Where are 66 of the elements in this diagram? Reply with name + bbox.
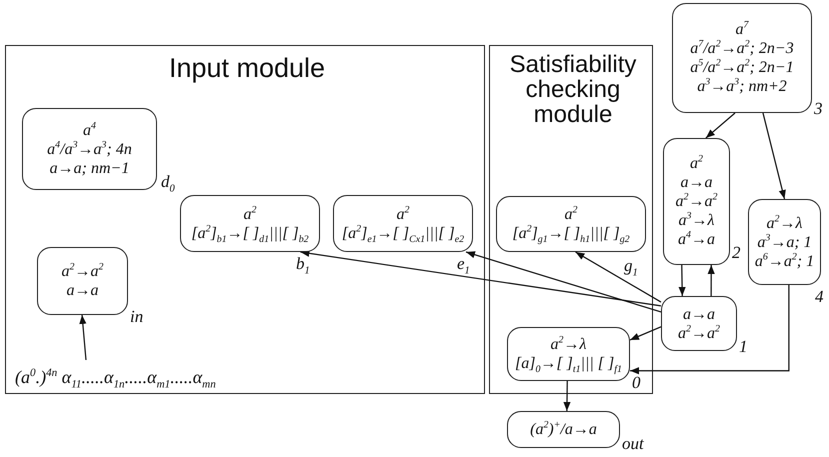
module-frame <box>5 45 485 394</box>
rule-text: a→a <box>683 304 715 324</box>
neuron-label: 1 <box>739 337 748 357</box>
rule-text: a$^{2}$→λ <box>766 214 802 232</box>
neuron-box <box>496 196 646 252</box>
neuron-label: d$_{0}$ <box>161 172 175 192</box>
neuron-label: 3 <box>814 99 822 119</box>
rule-text: [a$^{2}$]$_{b1}$→[ ]$_{d1}$|||[ ]$_{b2}$ <box>191 224 309 242</box>
neuron-label: 4 <box>815 287 824 307</box>
rule-text: a$^{5}$/a$^{2}$→a$^{2}$; 2n−1 <box>690 58 794 77</box>
rule-text: a$^{7}$/a$^{2}$→a$^{2}$; 2n−3 <box>690 39 794 58</box>
rule-text: a$^{4}$ <box>83 120 96 140</box>
rule-text: [a$^{2}$]$_{e1}$→[ ]$_{Cx1}$|||[ ]$_{e2}$ <box>342 224 464 242</box>
neuron-label: e$_{1}$ <box>457 254 470 274</box>
arrow <box>705 112 736 138</box>
rule-text: a$^{4}$→a <box>678 230 715 249</box>
neuron-label: in <box>130 307 144 327</box>
neuron-box <box>507 327 630 381</box>
neuron-box <box>333 195 473 252</box>
rule-text: a$^{2}$→a$^{2}$ <box>678 324 720 342</box>
module-title: Input module <box>168 54 326 82</box>
rule-text: a$^{2}$ <box>564 205 578 224</box>
spike-train: (a$^{0}$.)$^{4n}$ α$_{11}$.....α$_{1n}$.....α$_{m1}$.....α$_{mn}$ <box>15 360 216 394</box>
neuron-label: g$_{1}$ <box>624 256 638 276</box>
arrow <box>563 381 571 411</box>
module-title: Satisfiability checking module <box>508 52 638 128</box>
neuron-box <box>22 108 157 190</box>
rule-text: (a$^{2}$)$^{+}$/a→a <box>530 420 597 439</box>
rule-text: a→a <box>66 281 98 300</box>
rule-text: a$^{3}$→a; 1 <box>757 232 812 252</box>
rule-text: a$^{2}$ <box>396 204 410 224</box>
neuron-box <box>661 296 737 351</box>
rule-text: a→a <box>680 173 712 192</box>
rule-text: a$^{7}$ <box>736 20 748 39</box>
arrow <box>708 265 715 296</box>
arrow <box>630 326 662 341</box>
arrow <box>575 251 662 303</box>
neuron-box <box>507 411 620 448</box>
rule-text: [a$^{2}$]$_{g1}$→[ ]$_{h1}$|||[ ]$_{g2}$ <box>512 224 630 243</box>
rule-text: a$^{3}$→λ <box>678 211 714 230</box>
arrow <box>678 264 686 296</box>
arrow <box>79 314 87 360</box>
rule-text: a$^{4}$/a$^{3}$→a$^{3}$; 4n <box>47 140 132 158</box>
rule-text: a$^{2}$→a$^{2}$ <box>676 192 718 211</box>
arrow <box>762 112 786 200</box>
neuron-box <box>37 247 128 315</box>
neuron-box <box>748 199 821 285</box>
rule-text: [a]$_{0}$→[ ]$_{t1}$||| [ ]$_{f1}$ <box>515 354 622 373</box>
neuron-box <box>663 138 730 265</box>
rule-text: a$^{2}$→λ <box>550 335 586 354</box>
neuron-label: 2 <box>732 243 740 263</box>
arrow <box>300 250 662 306</box>
rule-text: a$^{3}$→a$^{3}$; nm+2 <box>697 77 787 96</box>
arrow <box>466 251 662 313</box>
neuron-label: out <box>622 434 644 454</box>
rule-text: a$^{2}$ <box>244 204 256 224</box>
rule-text: a→a; nm−1 <box>50 158 130 178</box>
arrow <box>630 285 790 374</box>
neuron-label: b$_{1}$ <box>296 254 310 274</box>
neuron-label: 0 <box>632 373 640 393</box>
neuron-box <box>180 195 320 252</box>
rule-text: a$^{2}$ <box>690 154 703 173</box>
rule-text: a$^{6}$→a$^{2}$; 1 <box>754 252 814 270</box>
rule-text: a$^{2}$→a$^{2}$ <box>62 262 104 281</box>
module-frame <box>489 45 653 394</box>
neuron-box <box>672 3 812 113</box>
